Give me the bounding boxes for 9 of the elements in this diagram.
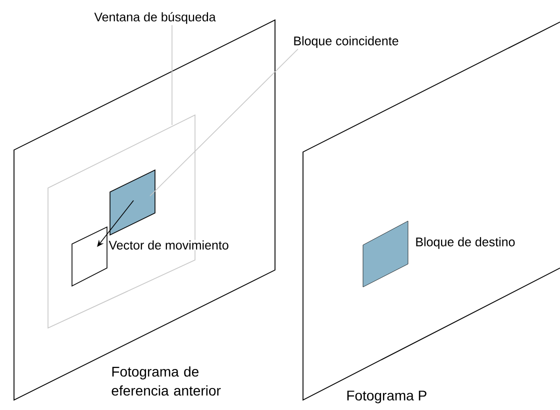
frame-caption: Fotograma P xyxy=(347,390,426,404)
search-window-label: Ventana de búsqueda xyxy=(94,12,216,24)
block-label: Bloque de destino xyxy=(416,237,515,249)
arrow xyxy=(97,200,134,247)
edge-label: Vector de movimiento xyxy=(108,240,230,250)
frame-caption: Fotograma de eferencia anterior xyxy=(112,366,221,396)
leader-line xyxy=(150,48,298,196)
destination-block xyxy=(362,220,408,288)
matched-block-label: Bloque coincidente xyxy=(294,36,398,48)
